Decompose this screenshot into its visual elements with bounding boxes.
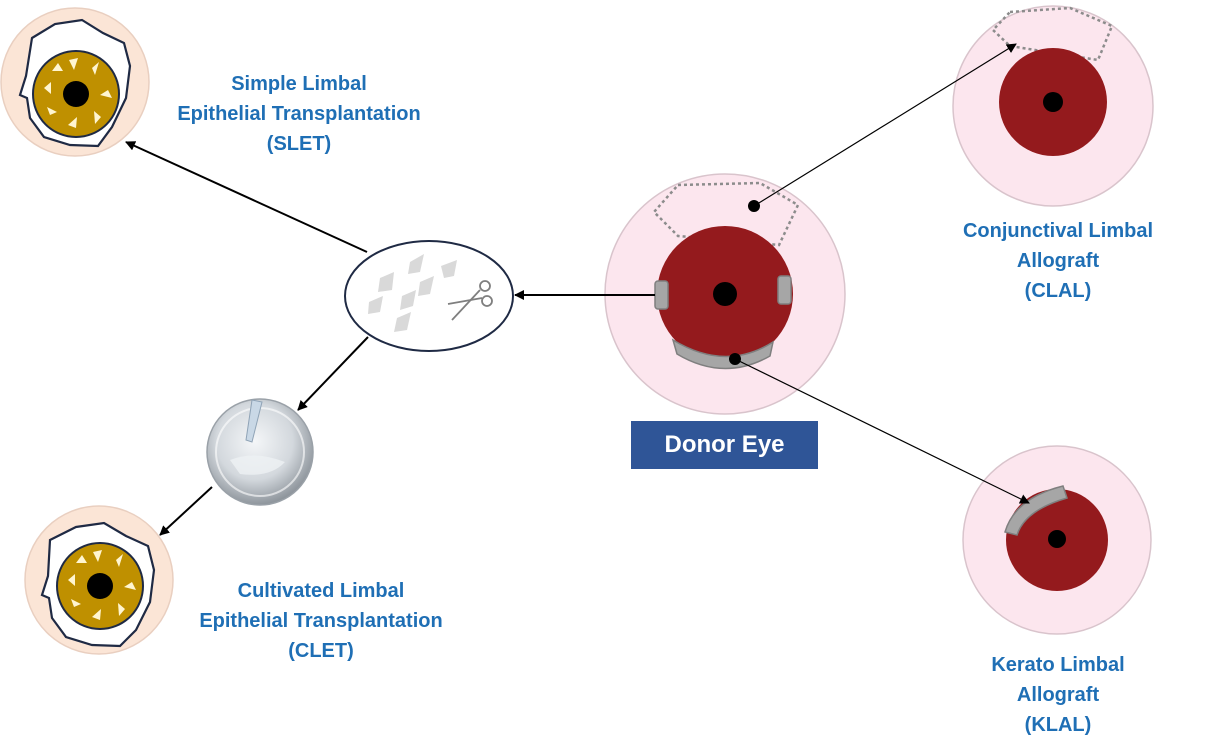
clet-label: Cultivated Limbal Epithelial Transplanta… [182, 576, 460, 666]
klal-label-line1: Kerato Limbal [991, 654, 1125, 676]
clet-label-line3: (CLET) [288, 640, 354, 662]
donor-eye [604, 173, 846, 415]
slet-label-line1: Simple Limbal [231, 73, 367, 95]
slet-label: Simple Limbal Epithelial Transplantation… [160, 69, 438, 159]
clal-label-line2: Allograft [1016, 250, 1100, 272]
slet-label-line3: (SLET) [266, 133, 332, 155]
arrow-donor-to-clal [753, 43, 1017, 207]
clet-label-line1: Cultivated Limbal [237, 580, 405, 602]
donor-eye-label: Donor Eye [631, 421, 818, 469]
klal-result-eye [962, 445, 1152, 635]
arrow-fragments-to-dish [297, 336, 369, 411]
slet-label-line2: Epithelial Transplantation [177, 103, 421, 125]
limbal-fragments-ellipse [344, 240, 514, 352]
arrow-fragments-to-slet [125, 141, 368, 253]
klal-label-line2: Allograft [1016, 684, 1100, 706]
clal-label-line1: Conjunctival Limbal [962, 220, 1154, 242]
clal-label-line3: (CLAL) [1024, 280, 1092, 302]
clal-label: Conjunctival Limbal Allograft (CLAL) [948, 216, 1168, 306]
culture-dish-icon [206, 398, 314, 506]
clet-recipient-eye [24, 505, 174, 655]
arrow-donor-to-klal [734, 358, 1030, 504]
arrows [125, 43, 1030, 536]
clet-label-line2: Epithelial Transplantation [199, 610, 443, 632]
slet-recipient-eye [0, 7, 150, 157]
klal-label-line3: (KLAL) [1024, 714, 1092, 736]
klal-label: Kerato Limbal Allograft (KLAL) [958, 650, 1158, 740]
scissors-icon [447, 280, 493, 321]
arrow-dish-to-clet [159, 486, 213, 536]
clal-result-eye [952, 5, 1154, 207]
